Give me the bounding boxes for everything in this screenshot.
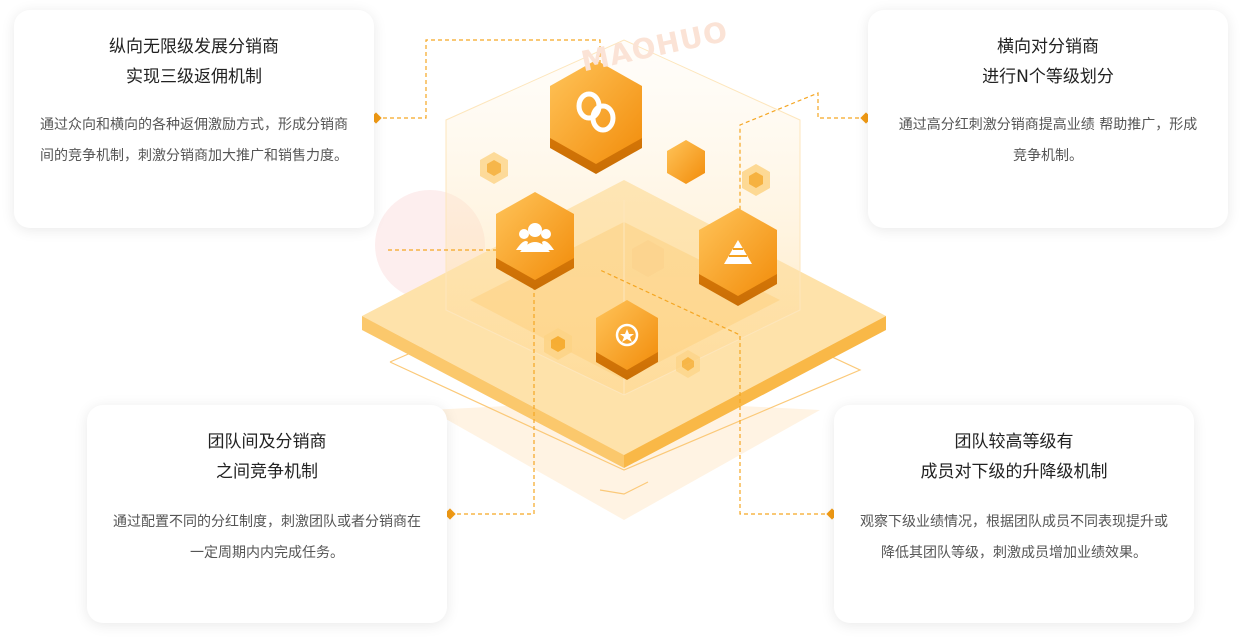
star-icon	[596, 300, 658, 380]
card-description: 通过配置不同的分红制度，刺激团队或者分销商在一定周期内内完成任务。	[113, 514, 421, 561]
team-icon	[496, 192, 574, 290]
small-hex-right	[667, 140, 705, 184]
link-icon	[550, 60, 642, 174]
card-title-line2: 实现三级返佣机制	[126, 67, 262, 87]
connector-card2	[739, 92, 866, 230]
connector-card1	[376, 39, 601, 119]
platform-right-side	[624, 316, 886, 468]
platform-left-side	[362, 316, 624, 468]
card-title-line2: 进行N个等级划分	[982, 67, 1114, 87]
card-description: 通过众向和横向的各种返佣激励方式，形成分销商间的竞争机制，刺激分销商加大推广和销…	[40, 117, 348, 164]
feature-card-horizontal-levels: 横向对分销商 进行N个等级划分 通过高分红刺激分销商提高业绩 帮助推广，形成竞争…	[868, 10, 1228, 228]
card-title-line1: 纵向无限级发展分销商	[109, 37, 279, 57]
card-description: 观察下级业绩情况，根据团队成员不同表现提升或降低其团队等级，刺激成员增加业绩效果…	[860, 514, 1168, 561]
small-hex-bottom-left	[544, 328, 572, 360]
small-hex-far-right	[742, 164, 770, 196]
card-title-line2: 之间竞争机制	[216, 462, 318, 482]
small-hex-center	[632, 240, 664, 277]
feature-card-team-competition: 团队间及分销商 之间竞争机制 通过配置不同的分红制度，刺激团队或者分销商在一定周…	[87, 405, 447, 623]
platform-outline-tip	[599, 481, 649, 495]
small-hex-left	[480, 152, 508, 184]
feature-card-level-promotion: 团队较高等级有 成员对下级的升降级机制 观察下级业绩情况，根据团队成员不同表现提…	[834, 405, 1194, 623]
connector-card4	[599, 269, 832, 515]
small-hex-bottom-right	[676, 350, 700, 378]
card-title-line2: 成员对下级的升降级机制	[920, 462, 1108, 482]
pyramid-icon	[699, 208, 777, 306]
connector-lines	[376, 39, 866, 515]
card-title-line1: 横向对分销商	[997, 37, 1099, 57]
glass-box	[445, 39, 801, 396]
card-title-line1: 团队较高等级有	[954, 432, 1074, 452]
card-description: 通过高分红刺激分销商提高业绩 帮助推广，形成竞争机制。	[898, 117, 1198, 164]
card-title-line1: 团队间及分销商	[207, 432, 327, 452]
connector-card3	[386, 249, 535, 515]
feature-card-vertical-commission: 纵向无限级发展分销商 实现三级返佣机制 通过众向和横向的各种返佣激励方式，形成分…	[14, 10, 374, 228]
